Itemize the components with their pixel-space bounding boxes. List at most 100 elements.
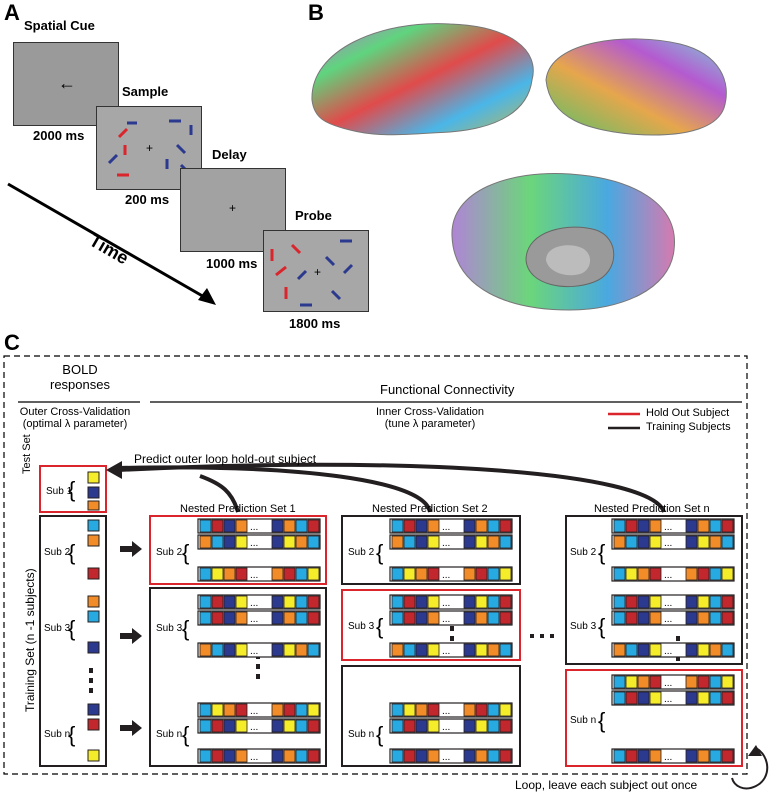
row-ellipsis: ...	[250, 522, 258, 533]
connectivity-cell	[391, 567, 404, 581]
row-ellipsis: ...	[664, 522, 672, 533]
connectivity-cell	[499, 519, 512, 533]
connectivity-cell	[649, 611, 662, 625]
connectivity-cell	[307, 595, 320, 609]
connectivity-cell	[613, 749, 626, 763]
connectivity-cell	[211, 567, 224, 581]
nestedn-training-box	[565, 515, 743, 665]
loop-label: Loop, leave each subject out once	[515, 778, 698, 792]
connectivity-cell	[475, 519, 488, 533]
connectivity-cell	[463, 703, 476, 717]
connectivity-cell	[487, 567, 500, 581]
svg-text:Sub 3: Sub 3	[348, 621, 375, 632]
connectivity-cell	[499, 719, 512, 733]
svg-text:{: {	[68, 722, 75, 747]
predict-arrows	[117, 462, 666, 513]
row-ellipsis: ...	[250, 614, 258, 625]
row-ellipsis: ...	[664, 614, 672, 625]
connectivity-cell	[721, 519, 734, 533]
connectivity-cell	[223, 595, 236, 609]
connectivity-cell	[625, 611, 638, 625]
row-ellipsis: ...	[442, 722, 450, 733]
connectivity-cell	[685, 675, 698, 689]
connectivity-cell	[307, 719, 320, 733]
connectivity-cell	[625, 691, 638, 705]
connectivity-cell	[709, 567, 722, 581]
inner-cv-line2: (tune λ parameter)	[384, 418, 476, 430]
connectivity-cell	[271, 749, 284, 763]
connectivity-cell	[295, 643, 308, 657]
connectivity-cell	[697, 749, 710, 763]
time-1000: 1000 ms	[206, 256, 258, 271]
svg-text:{: {	[182, 722, 189, 747]
test-set-label: Test Set	[21, 434, 33, 474]
connectivity-cell	[295, 519, 308, 533]
legend-training-label: Training Subjects	[646, 421, 731, 433]
row-ellipsis: ...	[442, 598, 450, 609]
connectivity-cell	[613, 535, 626, 549]
connectivity-cell	[721, 567, 734, 581]
connectivity-cell	[475, 643, 488, 657]
connectivity-cell	[211, 535, 224, 549]
connectivity-cell	[235, 611, 248, 625]
inner-cv-line1: Inner Cross-Validation	[375, 406, 484, 418]
connectivity-cell	[475, 703, 488, 717]
connectivity-cell	[283, 749, 296, 763]
row-ellipsis: ...	[250, 752, 258, 763]
svg-text:Sub 2: Sub 2	[348, 547, 375, 558]
svg-text:{: {	[68, 477, 75, 502]
connectivity-cell	[499, 703, 512, 717]
connectivity-cell	[649, 595, 662, 609]
connectivity-cell	[487, 703, 500, 717]
legend-hold-out-label: Hold Out Subject	[646, 407, 730, 419]
connectivity-cell	[391, 595, 404, 609]
connectivity-cell	[721, 611, 734, 625]
connectivity-cell	[721, 749, 734, 763]
time-arrow: Time	[7, 182, 216, 305]
connectivity-cell	[721, 535, 734, 549]
row-ellipsis: ...	[664, 694, 672, 705]
connectivity-cell	[415, 595, 428, 609]
connectivity-cell	[235, 749, 248, 763]
nested2-training-box-bottom	[341, 665, 521, 767]
connectivity-cell	[427, 719, 440, 733]
connectivity-cell	[295, 611, 308, 625]
connectivity-cell	[709, 691, 722, 705]
connectivity-cell	[463, 749, 476, 763]
svg-text:Sub n: Sub n	[570, 715, 596, 726]
connectivity-cell	[427, 643, 440, 657]
connectivity-cell	[487, 519, 500, 533]
svg-text:{: {	[376, 722, 383, 747]
svg-text:{: {	[598, 708, 605, 733]
connectivity-cell	[307, 519, 320, 533]
connectivity-cell	[685, 567, 698, 581]
brain-parcellation-image	[311, 23, 727, 311]
connectivity-cell	[625, 519, 638, 533]
connectivity-cell	[199, 595, 212, 609]
connectivity-cell	[199, 535, 212, 549]
row-ellipsis: ...	[442, 752, 450, 763]
connectivity-cell	[199, 567, 212, 581]
connectivity-cell	[211, 749, 224, 763]
connectivity-cell	[391, 535, 404, 549]
connectivity-cell	[295, 749, 308, 763]
inner-cv-label: Inner Cross-Validation (tune λ parameter…	[340, 406, 520, 430]
connectivity-cell	[637, 643, 650, 657]
row-ellipsis: ...	[442, 570, 450, 581]
connectivity-cell	[235, 703, 248, 717]
panel-a-letter: A	[4, 0, 20, 25]
connectivity-cell	[271, 703, 284, 717]
connectivity-cell	[649, 567, 662, 581]
row-ellipsis: ...	[442, 646, 450, 657]
connectivity-cell	[475, 595, 488, 609]
loop-arrow	[731, 747, 769, 790]
connectivity-cell	[709, 643, 722, 657]
connectivity-cell	[697, 611, 710, 625]
connectivity-cell	[649, 749, 662, 763]
connectivity-cell	[721, 691, 734, 705]
connectivity-cell	[709, 749, 722, 763]
connectivity-cell	[463, 567, 476, 581]
connectivity-cell	[697, 595, 710, 609]
connectivity-cell	[649, 643, 662, 657]
connectivity-cell	[403, 519, 416, 533]
